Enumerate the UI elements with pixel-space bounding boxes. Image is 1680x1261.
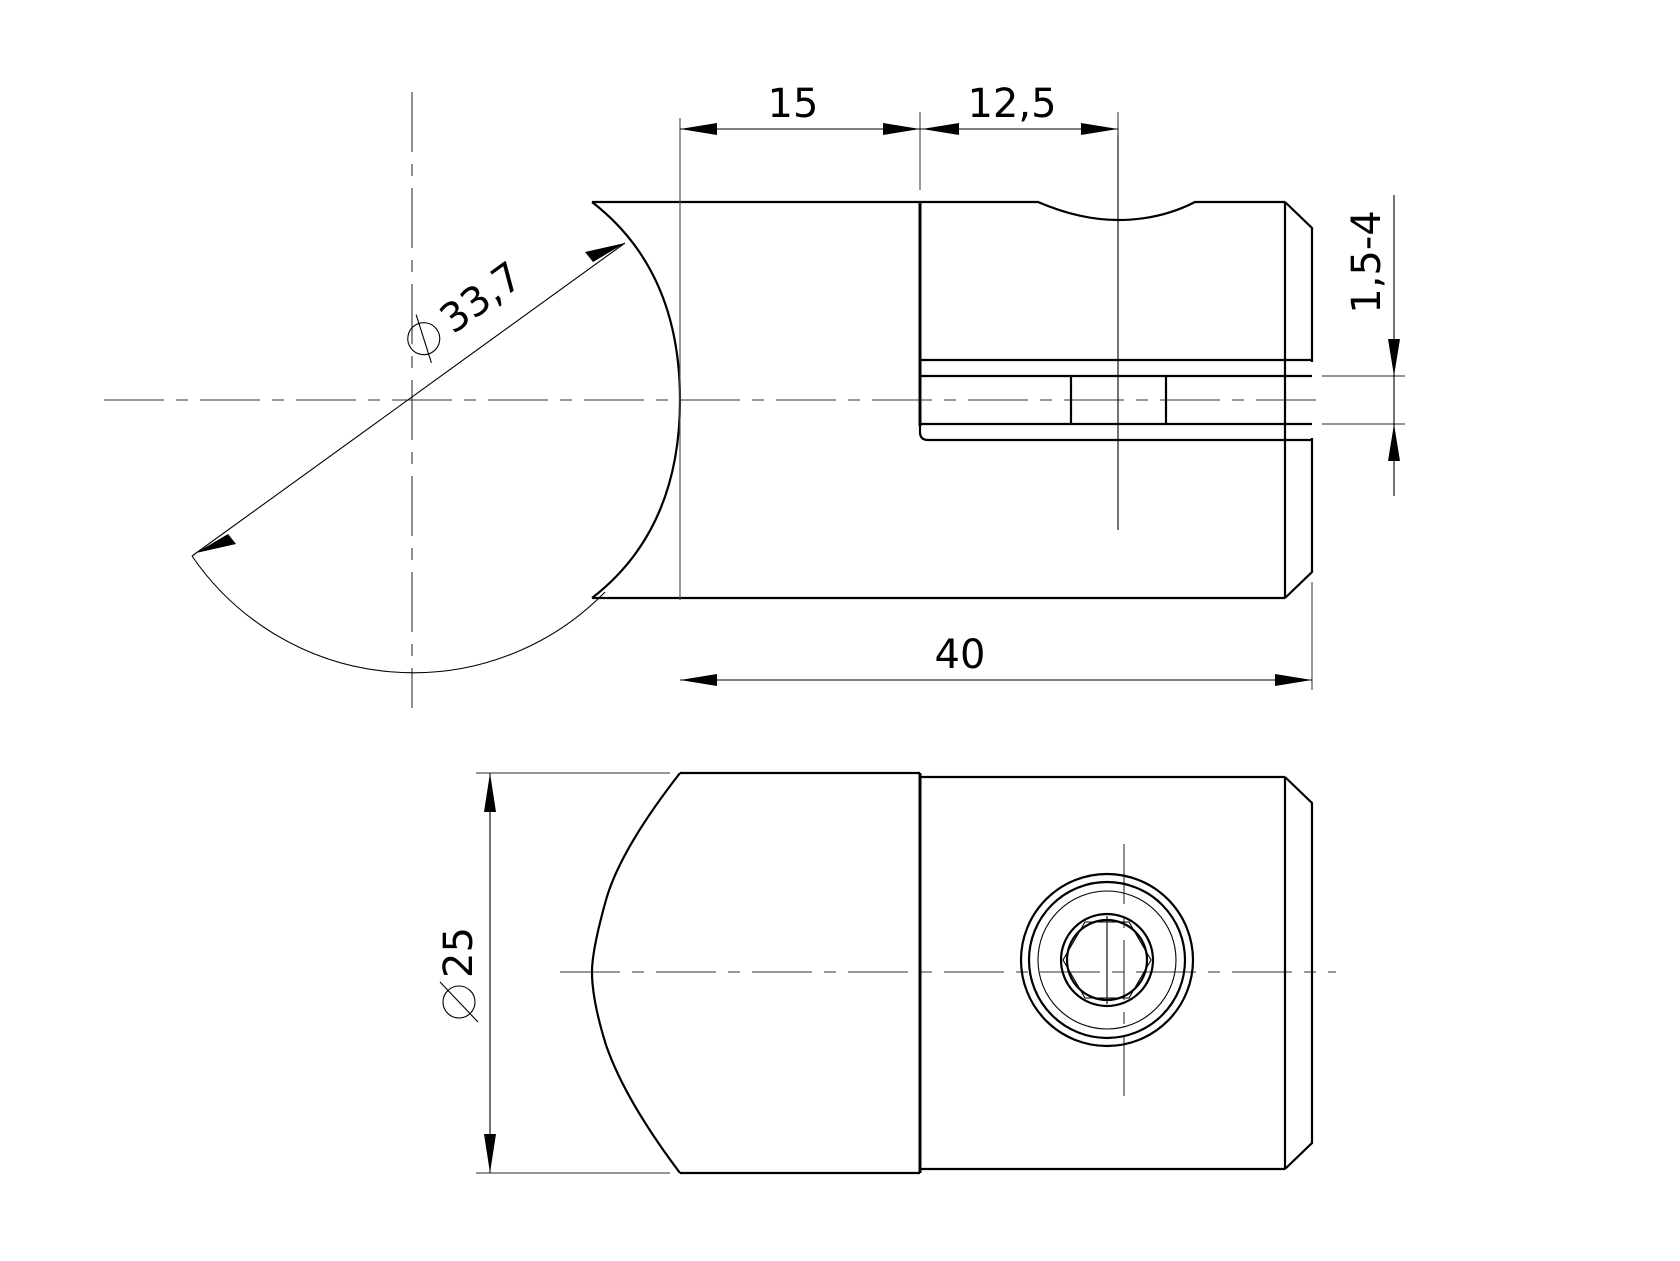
dim-40-label: 40 (935, 632, 986, 678)
screw-socket-outer (1059, 912, 1155, 1008)
screw-outer-ring (1019, 872, 1195, 1048)
dim-15-label: 15 (768, 81, 819, 127)
chamfer-bottom (1284, 438, 1314, 599)
body-top-edge-right (920, 200, 1285, 222)
dim-tube-diameter-label: 33,7 (432, 253, 531, 343)
bottom-saddle-profile (590, 772, 681, 1174)
chamfer-top (1284, 201, 1314, 362)
slot-lower-inner (918, 424, 1312, 442)
dim-slot: 1,5-4 (1322, 195, 1405, 496)
dim-body-diameter: 25 (436, 772, 670, 1174)
dim-slot-label: 1,5-4 (1344, 210, 1390, 314)
dim-40: 40 (680, 582, 1313, 690)
tube-arc (191, 555, 606, 674)
bottom-view: 25 (436, 771, 1336, 1175)
dim-body-diameter-label: 25 (436, 927, 482, 978)
dim-12-5-label: 12,5 (967, 81, 1056, 127)
screw-thread (1037, 890, 1177, 1030)
dim-15: 15 (679, 81, 921, 600)
screw-ring (1027, 880, 1187, 1040)
bottom-chamfer (1284, 776, 1314, 1170)
hex-socket-icon (1062, 921, 1152, 999)
dim-12-5: 12,5 (920, 81, 1119, 135)
front-view: 15 12,5 40 1,5-4 (104, 81, 1405, 708)
